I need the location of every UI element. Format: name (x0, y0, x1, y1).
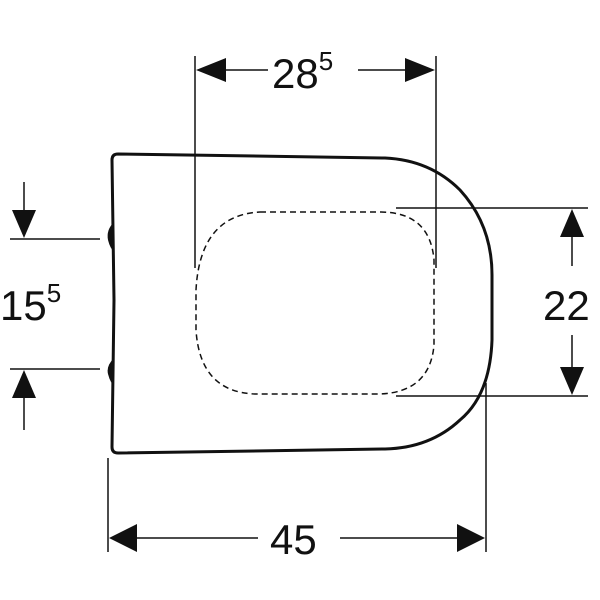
seat-outline (110, 152, 494, 455)
hinge-top (107, 222, 114, 252)
dim-bottom-text: 45 (270, 516, 317, 563)
dim-top-text: 285 (272, 46, 333, 97)
dimension-overall-length: 45 (107, 383, 487, 563)
dim-left-text: 155 (0, 278, 61, 329)
dimension-top-width: 285 (194, 46, 437, 268)
dimension-right-height: 22 (396, 207, 590, 397)
dimension-left-spacing: 155 (0, 182, 100, 430)
dim-right-text: 22 (543, 282, 590, 329)
seat-opening-dashed (195, 211, 435, 395)
hinge-bottom (107, 358, 114, 386)
